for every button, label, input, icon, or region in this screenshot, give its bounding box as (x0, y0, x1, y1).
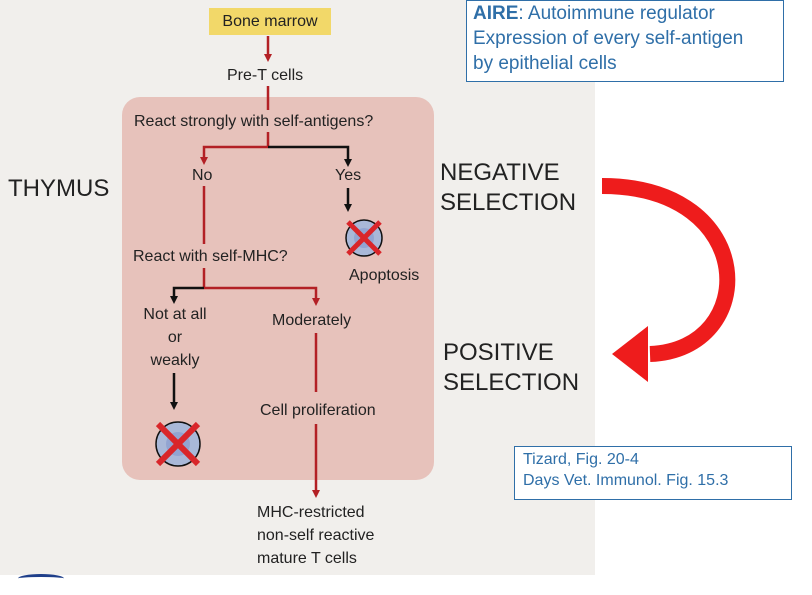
aire-line3: by epithelial cells (473, 53, 617, 74)
react-self-mhc-question: React with self-MHC? (133, 248, 288, 265)
logo-mark (18, 574, 64, 583)
cell-proliferation-label: Cell proliferation (260, 402, 376, 419)
reference-box: Tizard, Fig. 20-4 Days Vet. Immunol. Fig… (514, 446, 792, 500)
aire-term: AIRE (473, 3, 519, 24)
branch-not-at-all (170, 286, 204, 304)
reference-line1: Tizard, Fig. 20-4 (523, 451, 639, 468)
branch-yes (268, 145, 352, 167)
negative-selection-line2: SELECTION (440, 189, 577, 216)
aire-line2: Expression of every self-antigen (473, 28, 744, 49)
dead-cell-icon (155, 421, 201, 467)
reference-line2: Days Vet. Immunol. Fig. 15.3 (523, 472, 729, 489)
aire-definition: : Autoimmune regulator (518, 3, 715, 24)
apoptotic-cell-icon (345, 219, 383, 257)
selection-curved-arrow (601, 178, 736, 362)
or-label: or (167, 329, 183, 346)
mature-t-cells-line2: non-self reactive (257, 527, 375, 544)
mature-t-cells-line3: mature T cells (257, 550, 357, 567)
positive-selection-line2: SELECTION (443, 369, 580, 396)
yes-label: Yes (335, 167, 362, 184)
thymus-label: THYMUS (8, 175, 110, 202)
negative-selection-line1: NEGATIVE (440, 159, 560, 186)
bone-marrow-label: Bone marrow (209, 8, 331, 35)
aire-info-box: AIRE: Autoimmune regulator Expression of… (466, 0, 784, 82)
selection-arrowhead-icon (612, 326, 648, 382)
mature-t-cells-line1: MHC-restricted (257, 504, 365, 521)
apoptosis-label: Apoptosis (349, 267, 420, 284)
moderately-label: Moderately (272, 312, 352, 329)
aire-definition-line: AIRE: Autoimmune regulator (467, 1, 783, 26)
react-strongly-question: React strongly with self-antigens? (134, 113, 374, 130)
no-label: No (192, 167, 213, 184)
weakly-label: weakly (150, 352, 200, 369)
pre-t-cells-label: Pre-T cells (227, 67, 304, 84)
positive-selection-line1: POSITIVE (443, 339, 554, 366)
branch-no (200, 145, 268, 165)
branch-moderately (204, 286, 320, 306)
not-at-all-label: Not at all (143, 306, 207, 323)
